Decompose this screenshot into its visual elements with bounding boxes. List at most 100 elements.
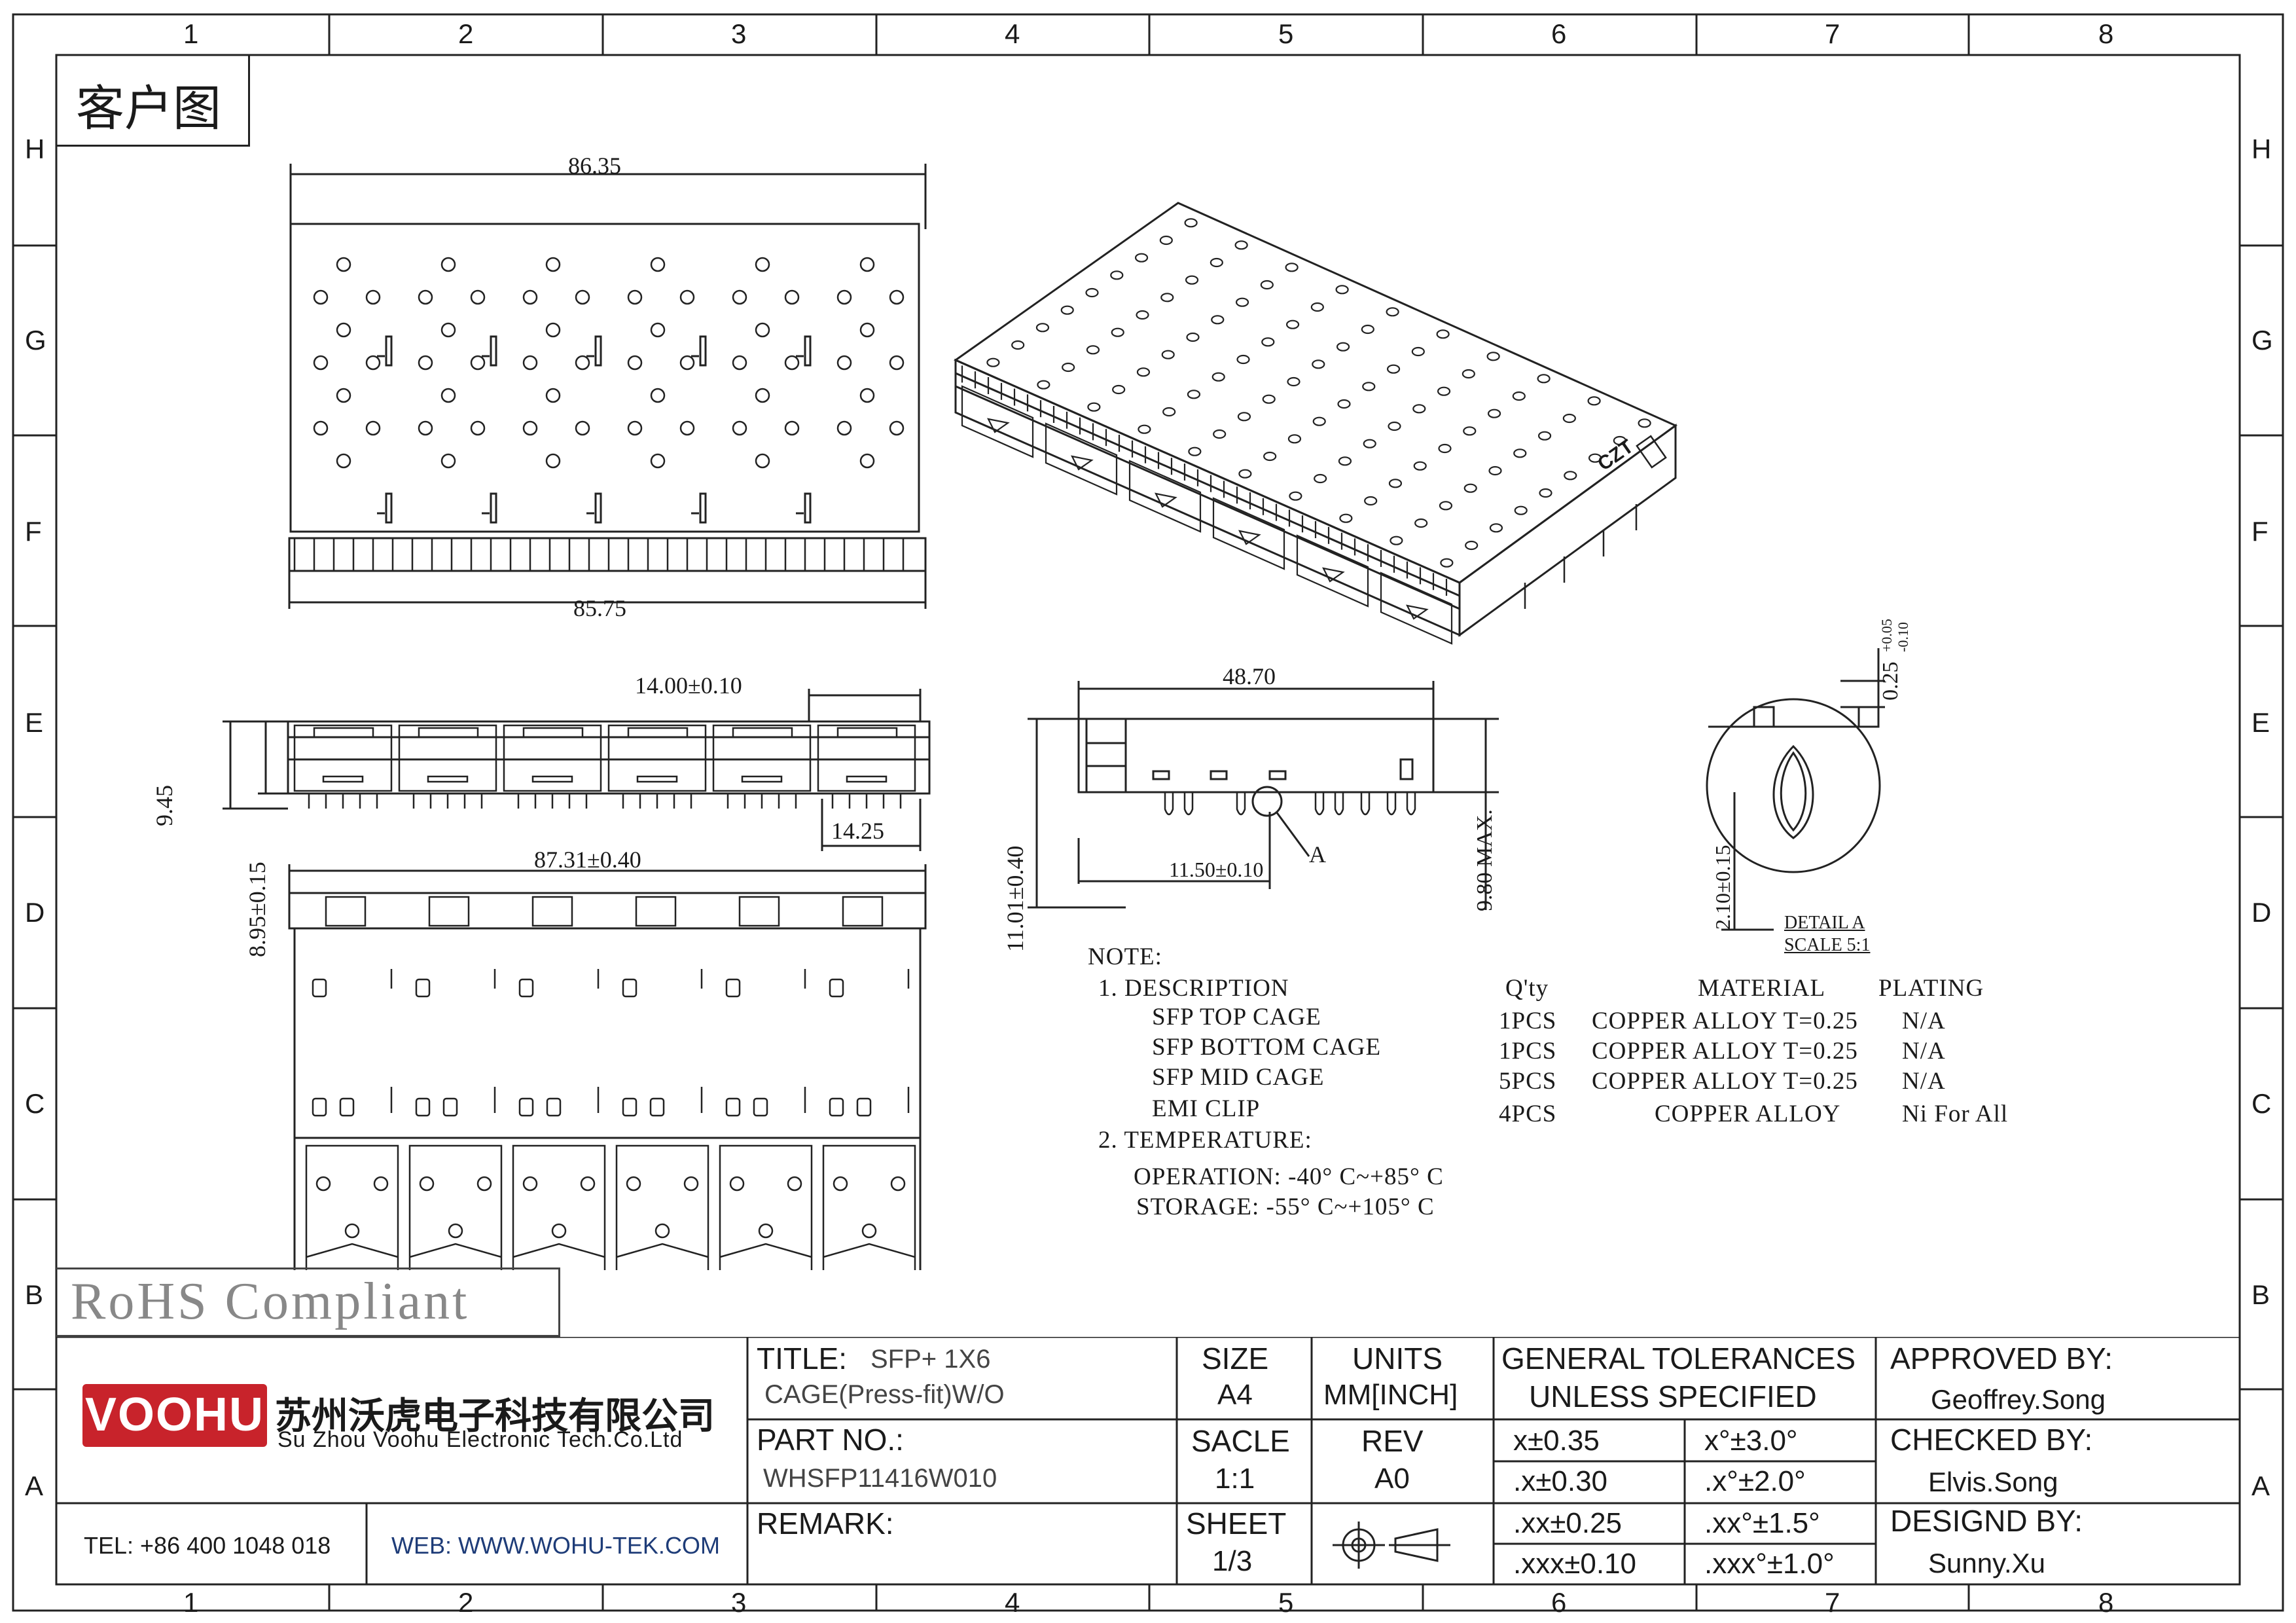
latch-tab <box>490 335 497 367</box>
vent-hole <box>1234 240 1248 250</box>
vent-hole <box>1439 501 1453 511</box>
vent-hole <box>1513 448 1527 458</box>
vent-hole <box>732 355 747 371</box>
vent-hole <box>470 355 486 371</box>
zone-col-4-bottom: 4 <box>1005 1587 1020 1618</box>
vent-hole <box>365 420 381 436</box>
vent-hole <box>1136 310 1149 320</box>
dim-bottom-width: 87.31±0.40 <box>534 847 641 873</box>
zone-row-A: A <box>25 1470 44 1501</box>
vent-hole <box>580 1176 596 1192</box>
port-bay <box>615 1144 709 1270</box>
approved-value: Geoffrey.Song <box>1931 1384 2106 1415</box>
checked-value: Elvis.Song <box>1928 1467 2058 1497</box>
approved-label: APPROVED BY: <box>1890 1341 2113 1376</box>
notes-part-1: SFP TOP CAGE <box>1152 1004 1321 1030</box>
detail-ref-a: A <box>1309 841 1326 867</box>
vent-hole <box>440 388 456 403</box>
port-spring <box>987 418 1010 433</box>
vent-hole <box>1134 253 1149 263</box>
vent-hole <box>313 355 329 371</box>
vent-hole <box>551 1223 567 1239</box>
company-name-cn: 苏州沃虎电子科技有限公司 <box>275 1395 715 1438</box>
part-value: WHSFP11416W010 <box>763 1464 997 1493</box>
port-top-latch <box>738 896 780 927</box>
vent-hole <box>889 420 905 436</box>
sheet-label: SHEET <box>1186 1506 1287 1541</box>
press-fit-slot <box>622 978 637 998</box>
port-top-latch <box>522 727 584 739</box>
tolerance-linear-3: .xxx±0.10 <box>1513 1548 1637 1580</box>
vent-hole <box>470 420 486 436</box>
vent-hole <box>575 289 590 305</box>
press-fit-slot <box>622 1097 637 1117</box>
vent-hole <box>313 420 329 436</box>
port-top-latch <box>627 727 689 739</box>
vent-hole <box>1335 285 1349 295</box>
zone-row-D: D <box>25 897 45 928</box>
dim-side-height-max: 9.80 MAX. <box>1473 809 1497 911</box>
vent-hole <box>836 420 852 436</box>
port-top-latch <box>836 727 898 739</box>
title-label: TITLE: <box>757 1341 848 1376</box>
vent-hole <box>545 453 561 469</box>
company-logo: VOOHU <box>82 1384 267 1447</box>
port-top-latch <box>635 896 677 927</box>
vent-hole <box>1488 465 1502 476</box>
vent-hole <box>1112 384 1126 395</box>
vent-hole <box>1285 263 1299 272</box>
vent-hole <box>1238 469 1252 479</box>
designed-label: DESIGND BY: <box>1890 1504 2083 1538</box>
zone-col-3-bottom: 3 <box>731 1587 747 1618</box>
vent-hole <box>1236 354 1250 365</box>
vent-hole <box>418 355 433 371</box>
notes-part-4: EMI CLIP <box>1152 1095 1261 1122</box>
vent-hole <box>1086 345 1100 355</box>
zone-row-D-right: D <box>2251 897 2272 928</box>
vent-hole <box>755 257 770 272</box>
press-fit-pin <box>1236 792 1246 816</box>
vent-hole <box>655 1223 670 1239</box>
vent-hole <box>440 453 456 469</box>
vent-hole <box>1162 407 1176 417</box>
remark-label: REMARK: <box>757 1506 894 1541</box>
vent-hole <box>1087 402 1101 412</box>
vent-hole <box>755 322 770 338</box>
zone-col-6-bottom: 6 <box>1551 1587 1567 1618</box>
dim-side-height-total: 11.01±0.40 <box>1002 845 1028 952</box>
port-contact <box>531 775 573 783</box>
vent-hole <box>1312 359 1325 369</box>
vent-hole <box>1388 421 1401 431</box>
port-bay <box>822 1144 916 1270</box>
vent-hole <box>836 355 852 371</box>
vent-hole <box>787 1176 802 1192</box>
latch-tab <box>699 492 707 524</box>
tolerance-title-1: GENERAL TOLERANCES <box>1501 1341 1856 1376</box>
dim-side-offset: 11.50±0.10 <box>1169 858 1264 881</box>
dim-side-length: 48.70 <box>1223 663 1276 689</box>
size-value: A4 <box>1217 1379 1253 1411</box>
bom-row-3-qty: 5PCS <box>1499 1068 1557 1095</box>
vent-hole <box>1414 518 1428 528</box>
vent-hole <box>836 289 852 305</box>
vent-hole <box>1364 496 1378 506</box>
press-fit-slot <box>753 1097 768 1117</box>
vent-hole <box>1161 350 1175 359</box>
vent-hole <box>1262 394 1276 404</box>
company-web: WEB: WWW.WOHU-TEK.COM <box>391 1532 720 1559</box>
vent-hole <box>373 1176 389 1192</box>
zone-row-G-right: G <box>2251 325 2273 356</box>
vent-hole <box>1184 218 1198 228</box>
vent-hole <box>1310 302 1324 312</box>
press-fit-slot <box>312 1097 327 1117</box>
press-fit-pin <box>1334 792 1344 816</box>
zone-col-2: 2 <box>458 18 474 49</box>
port-contact <box>846 775 888 783</box>
vent-hole <box>679 420 695 436</box>
vent-hole <box>336 388 351 403</box>
zone-row-C: C <box>25 1088 45 1119</box>
zone-col-4: 4 <box>1005 18 1020 49</box>
bom-header-material: MATERIAL <box>1698 975 1826 1002</box>
vent-hole <box>522 420 538 436</box>
port-top-latch <box>325 896 367 927</box>
